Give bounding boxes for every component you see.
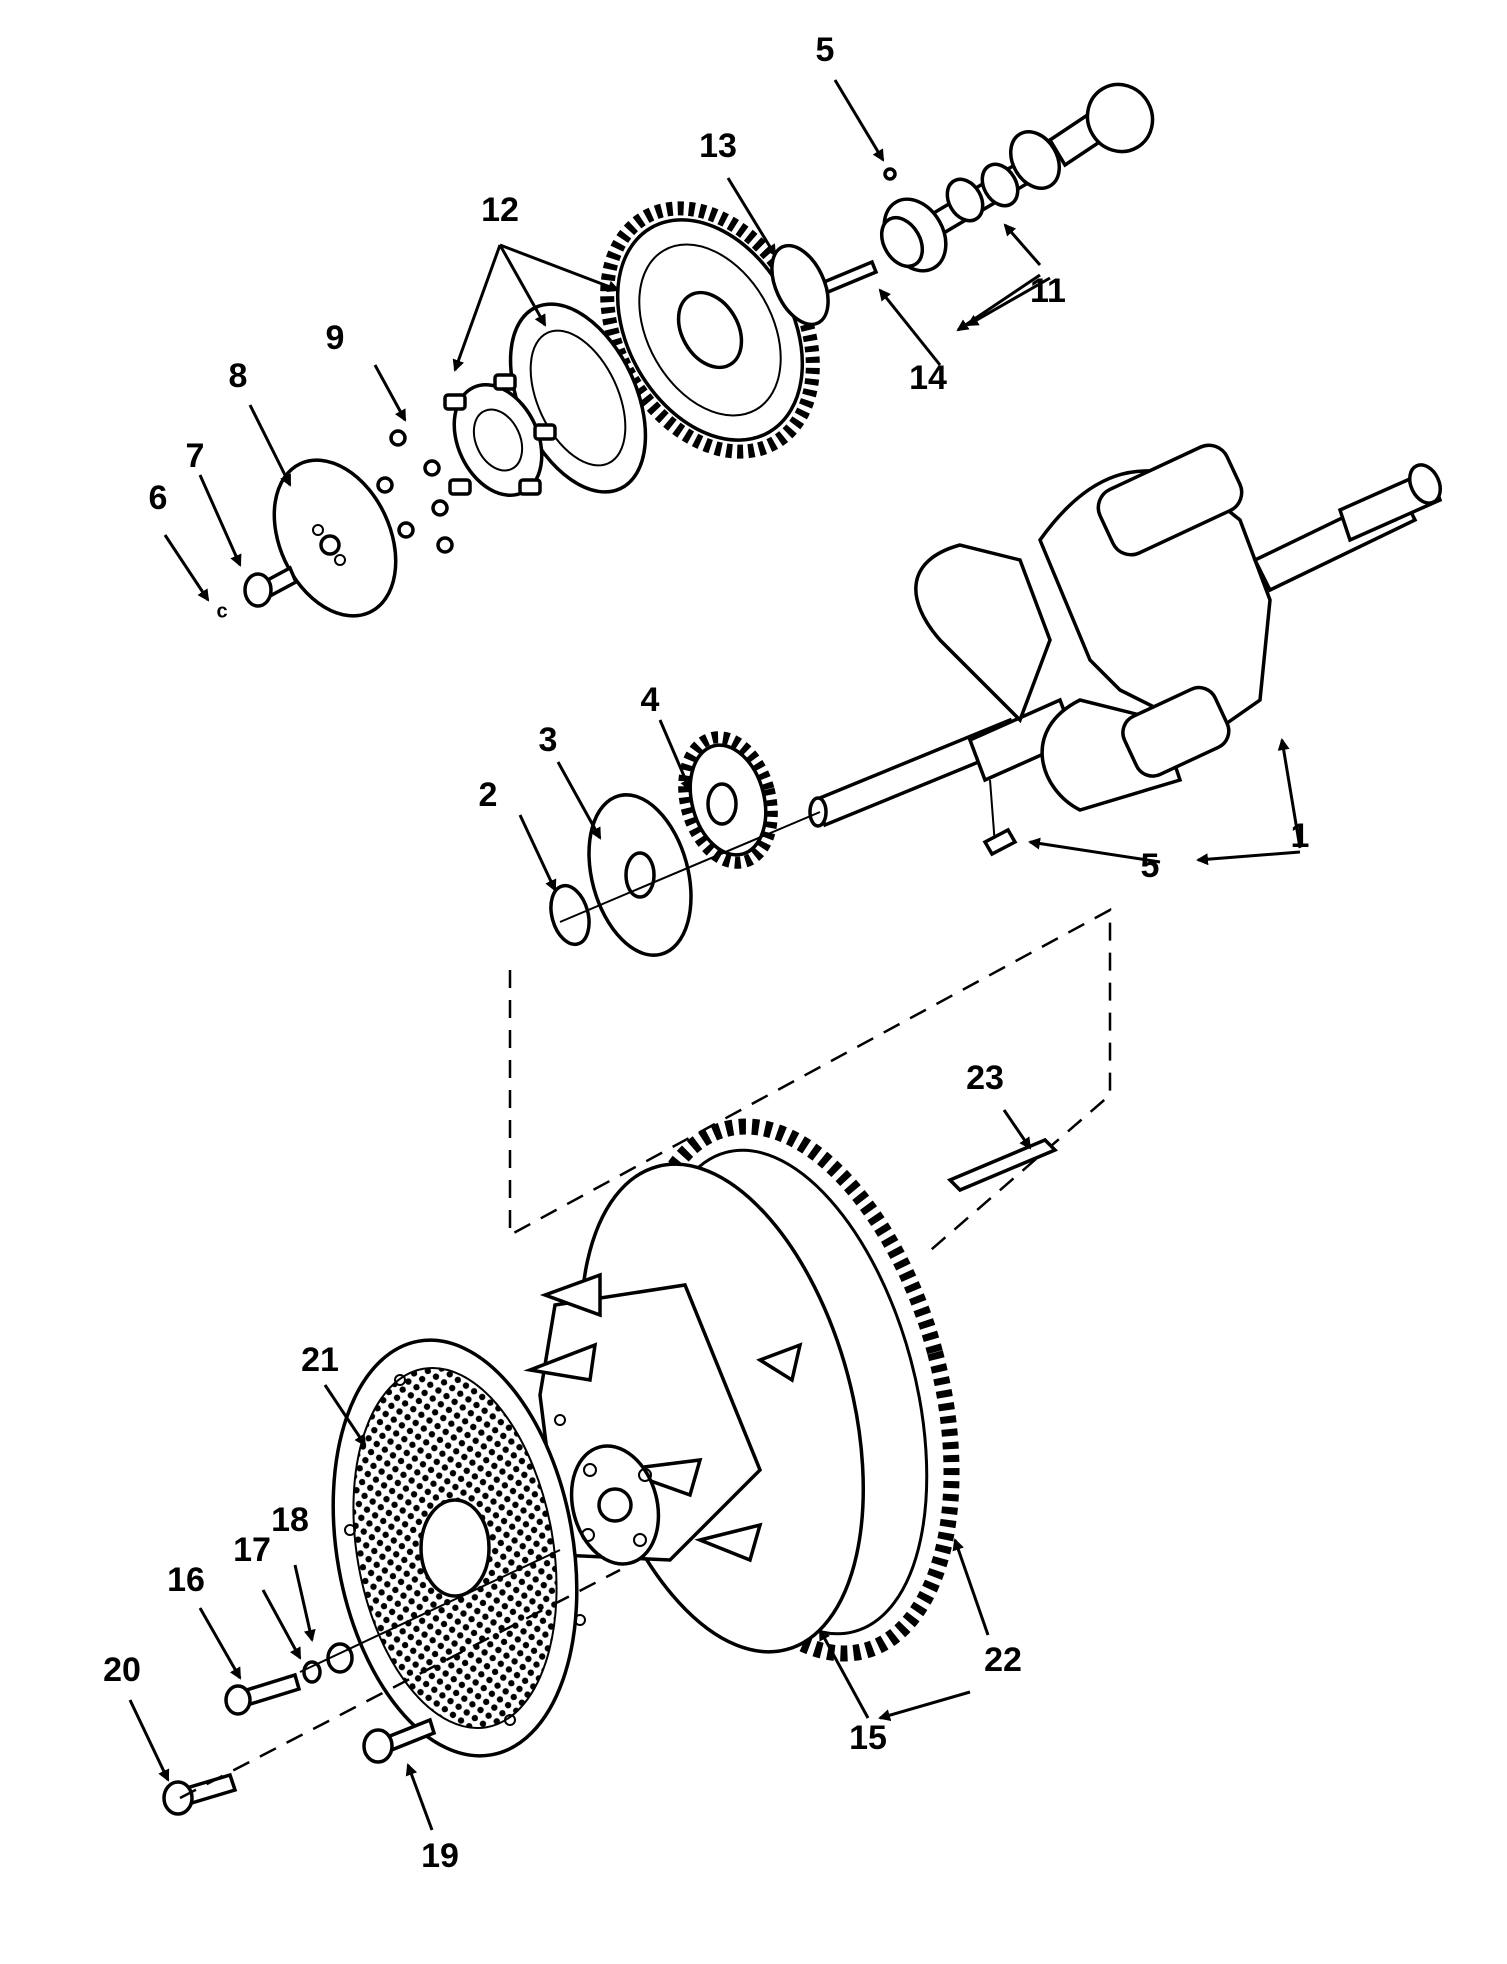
governor-cup	[272, 458, 398, 618]
callout-3: 3	[539, 721, 558, 759]
flyweight-assembly	[443, 373, 557, 497]
fastener-axis-line	[179, 1568, 621, 1800]
crank-gear	[678, 731, 778, 869]
callout-12: 12	[481, 191, 519, 229]
callout-2: 2	[479, 776, 498, 814]
woodruff-key	[982, 827, 1018, 857]
callout-22: 22	[984, 1641, 1022, 1679]
alignment-dashed-line	[508, 907, 1112, 1256]
callout-1: 1	[1291, 817, 1310, 855]
rotating-screen	[331, 1338, 586, 1758]
camshaft	[879, 82, 1155, 273]
leader-arrows	[128, 79, 1302, 1831]
callout-9: 9	[326, 319, 345, 357]
snap-ring	[770, 243, 830, 327]
bolt-20	[162, 1772, 238, 1816]
callout-4: 4	[641, 681, 660, 719]
callout-14: 14	[909, 359, 947, 397]
callout-18: 18	[271, 1501, 309, 1539]
callout-23: 23	[966, 1059, 1004, 1097]
callout-17: 17	[233, 1531, 271, 1569]
callout-labels: 1 2 3 4 5 5 6 7 8 9 11 12 13 14 15 16 17…	[103, 31, 1309, 1875]
shoulder-screw	[243, 565, 299, 608]
callout-8: 8	[229, 357, 248, 395]
callout-11: 11	[1030, 272, 1066, 310]
cam-gear	[600, 201, 820, 459]
callout-15: 15	[849, 1719, 887, 1757]
callout-7: 7	[186, 437, 205, 475]
retaining-clip-glyph: c	[216, 600, 227, 622]
screw-16	[224, 1672, 302, 1716]
callout-5-upper: 5	[816, 31, 835, 69]
callout-16: 16	[167, 1561, 205, 1599]
key-upper	[883, 167, 897, 181]
callout-5-lower: 5	[1141, 847, 1160, 885]
screw-19	[362, 1717, 437, 1764]
balls	[376, 429, 454, 554]
retaining-ring	[549, 883, 591, 947]
flywheel-key	[946, 1137, 1059, 1193]
screw-axis-line	[299, 1549, 561, 1673]
callout-19: 19	[421, 1837, 459, 1875]
lockwasher-17	[302, 1660, 322, 1684]
crank-washer	[587, 793, 693, 957]
crank-axis-line	[559, 811, 821, 923]
key-guide-line	[989, 779, 996, 846]
callout-13: 13	[699, 127, 737, 165]
callout-20: 20	[103, 1651, 141, 1689]
callout-21: 21	[301, 1341, 339, 1379]
callout-6: 6	[149, 479, 168, 517]
flywheel	[523, 1162, 866, 1654]
crankshaft	[808, 443, 1443, 828]
